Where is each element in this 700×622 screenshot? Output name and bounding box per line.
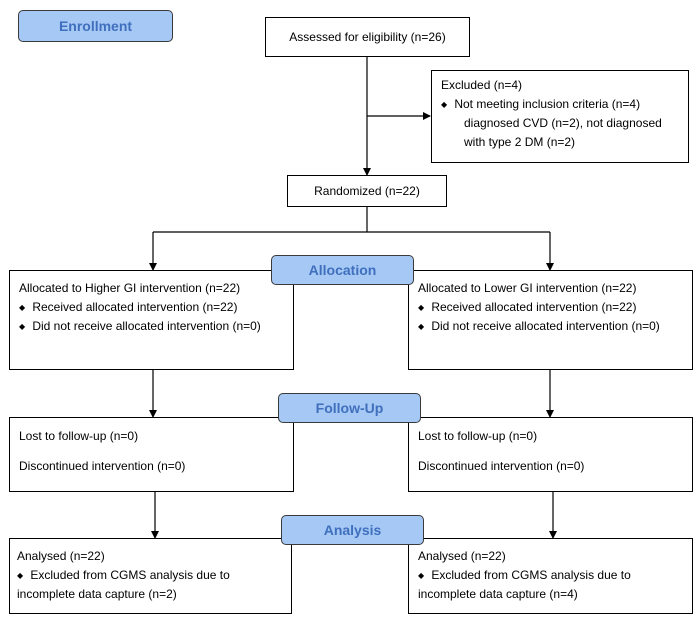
analysis-right-excluded-detail: incomplete data capture (n=4)	[418, 587, 578, 601]
excluded-box: Excluded (n=4) ◆ Not meeting inclusion c…	[431, 70, 689, 163]
excluded-criteria: ◆ Not meeting inclusion criteria (n=4)	[441, 95, 680, 114]
excluded-detail-2: with type 2 DM (n=2)	[464, 135, 576, 149]
analysis-left-box: Analysed (n=22) ◆ Excluded from CGMS ana…	[9, 538, 292, 614]
bullet-icon: ◆	[19, 303, 26, 312]
allocation-right-title: Allocated to Lower GI intervention (n=22…	[418, 281, 637, 295]
followup-left-lost: Lost to follow-up (n=0)	[19, 429, 139, 443]
analysis-right-excluded: ◆ Excluded from CGMS analysis due to	[418, 566, 684, 585]
stage-allocation-label: Allocation	[308, 262, 377, 278]
analysis-right-box: Analysed (n=22) ◆ Excluded from CGMS ana…	[408, 538, 693, 614]
stage-follow-up-label: Follow-Up	[315, 400, 384, 416]
randomized-text: Randomized (n=22)	[314, 184, 420, 198]
stage-analysis-label: Analysis	[323, 522, 382, 538]
assessed-box: Assessed for eligibility (n=26)	[265, 17, 470, 57]
followup-left-box: Lost to follow-up (n=0) Discontinued int…	[9, 417, 294, 492]
allocation-right-box: Allocated to Lower GI intervention (n=22…	[408, 270, 693, 370]
allocation-left-received: ◆ Received allocated intervention (n=22)	[19, 298, 285, 317]
bullet-icon: ◆	[418, 303, 425, 312]
followup-right-box: Lost to follow-up (n=0) Discontinued int…	[408, 417, 693, 492]
allocation-right-received: ◆ Received allocated intervention (n=22)	[418, 298, 684, 317]
analysis-left-title: Analysed (n=22)	[17, 549, 105, 563]
bullet-icon: ◆	[17, 571, 24, 580]
stage-enrollment: Enrollment	[18, 10, 173, 42]
allocation-left-title: Allocated to Higher GI intervention (n=2…	[19, 281, 241, 295]
bullet-icon: ◆	[418, 322, 425, 331]
assessed-text: Assessed for eligibility (n=26)	[289, 30, 446, 44]
randomized-box: Randomized (n=22)	[287, 175, 447, 207]
analysis-left-excluded-detail: incomplete data capture (n=2)	[17, 587, 177, 601]
allocation-left-box: Allocated to Higher GI intervention (n=2…	[9, 270, 294, 370]
allocation-left-not-received: ◆ Did not receive allocated intervention…	[19, 317, 285, 336]
followup-right-discontinued: Discontinued intervention (n=0)	[418, 459, 585, 473]
excluded-detail-1: diagnosed CVD (n=2), not diagnosed	[464, 116, 662, 130]
bullet-icon: ◆	[441, 100, 448, 109]
analysis-left-excluded: ◆ Excluded from CGMS analysis due to	[17, 566, 283, 585]
bullet-icon: ◆	[418, 571, 425, 580]
analysis-right-title: Analysed (n=22)	[418, 549, 506, 563]
allocation-right-not-received: ◆ Did not receive allocated intervention…	[418, 317, 684, 336]
excluded-title: Excluded (n=4)	[441, 78, 523, 92]
followup-right-lost: Lost to follow-up (n=0)	[418, 429, 538, 443]
stage-enrollment-label: Enrollment	[58, 18, 133, 34]
stage-follow-up: Follow-Up	[278, 393, 421, 423]
followup-left-discontinued: Discontinued intervention (n=0)	[19, 459, 186, 473]
bullet-icon: ◆	[19, 322, 26, 331]
stage-analysis: Analysis	[281, 515, 424, 545]
stage-allocation: Allocation	[271, 255, 414, 285]
